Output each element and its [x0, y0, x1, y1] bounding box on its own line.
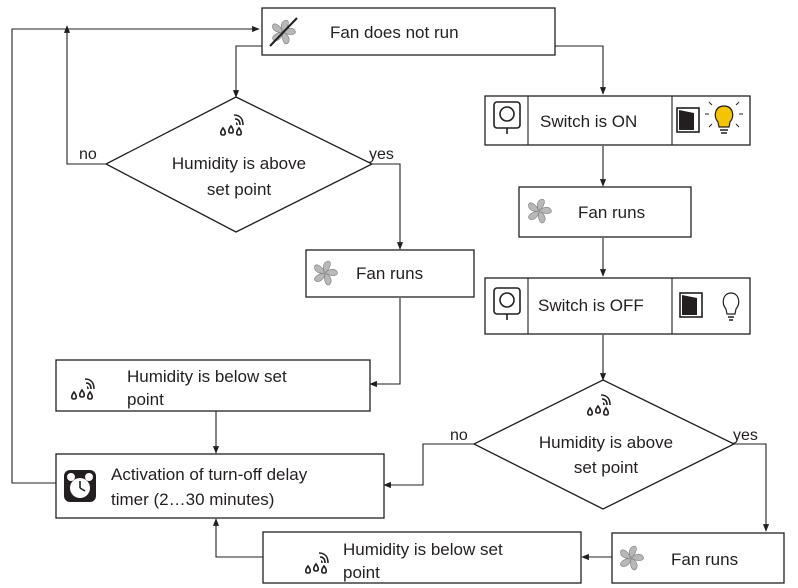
- decision-humidity-above-right: Humidity is above set point: [472, 379, 736, 510]
- arrow-timer-to-start: [11, 25, 260, 484]
- decision-label-line1: Humidity is above: [539, 433, 673, 452]
- node-switch-on: Switch is ON: [484, 95, 751, 146]
- arrow-below-bottom-to-timer: [212, 518, 263, 558]
- arrow-left-no: [63, 25, 106, 165]
- node-label-line1: Humidity is below set: [127, 367, 287, 386]
- node-label-line2: timer (2…30 minutes): [111, 490, 274, 509]
- node-fan-runs-right: Fan runs: [518, 186, 692, 238]
- node-label-line1: Activation of turn-off delay: [111, 465, 308, 484]
- node-label-line2: point: [127, 390, 164, 409]
- arrow-fan-to-below-left: [369, 298, 401, 388]
- node-fan-does-not-run: Fan does not run: [261, 7, 556, 56]
- node-fan-runs-bottom: Fan runs: [611, 532, 785, 584]
- light-switch-icon: [679, 292, 703, 318]
- node-timer-activation: Activation of turn-off delay timer (2…30…: [55, 453, 385, 519]
- decision-label-line1: Humidity is above: [172, 154, 306, 173]
- branch-label-no: no: [79, 146, 97, 163]
- arrow-start-to-left-decision: [232, 45, 262, 98]
- bulb-off-icon: [722, 292, 740, 321]
- node-label-line1: Humidity is below set: [343, 540, 503, 559]
- node-label: Fan runs: [356, 264, 423, 283]
- fan-off-icon: [269, 17, 298, 47]
- light-switch-icon: [676, 107, 700, 133]
- bulb-on-icon: [705, 101, 743, 134]
- node-label: Fan runs: [671, 550, 738, 569]
- timer-clock-icon: [64, 470, 96, 502]
- node-label: Fan does not run: [330, 23, 459, 42]
- decision-label-line2: set point: [207, 180, 272, 199]
- arrow-right-yes: [734, 443, 770, 532]
- branch-label-yes: yes: [733, 427, 758, 444]
- branch-label-no: no: [450, 427, 468, 444]
- arrow-right-no: [383, 443, 474, 489]
- node-fan-runs-left: Fan runs: [305, 249, 475, 298]
- arrow-start-to-switch-on: [555, 45, 607, 95]
- decision-humidity-above-left: Humidity is above set point: [104, 96, 374, 233]
- node-humidity-below-left: Humidity is below set point: [55, 359, 371, 412]
- decision-label-line2: set point: [574, 458, 639, 477]
- arrow-left-yes: [372, 163, 404, 250]
- branch-label-yes: yes: [369, 146, 394, 163]
- node-label-line2: point: [343, 563, 380, 582]
- node-label: Fan runs: [578, 203, 645, 222]
- node-switch-off: Switch is OFF: [484, 277, 751, 335]
- node-label: Switch is ON: [540, 112, 637, 131]
- node-humidity-below-bottom: Humidity is below set point: [262, 531, 582, 584]
- node-label: Switch is OFF: [538, 296, 644, 315]
